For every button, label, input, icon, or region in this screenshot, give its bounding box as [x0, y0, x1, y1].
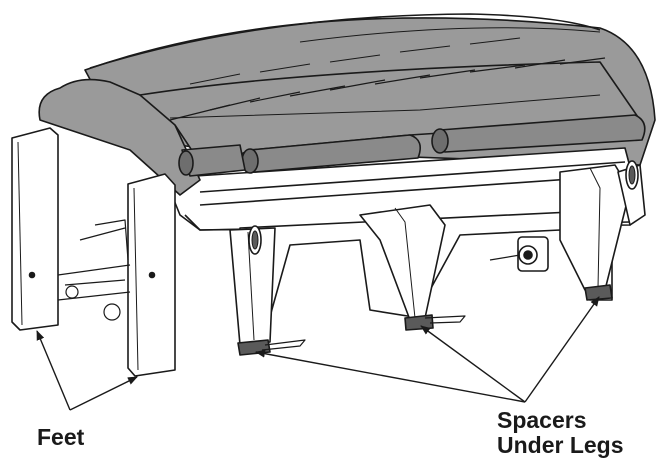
front-roller-right [431, 114, 646, 154]
spacers-label-line1: Spacers [497, 407, 587, 433]
end-plate-front-left [11, 127, 59, 331]
front-linkage [57, 219, 131, 321]
arrow-spacer-left [255, 349, 526, 403]
leader-arrows [36, 296, 600, 411]
floor-bars [261, 315, 466, 351]
arrow-feet-right [69, 376, 138, 411]
spacer-left [237, 339, 271, 356]
side-bracket-right [625, 160, 639, 190]
arrow-feet-left [36, 330, 71, 411]
arrow-spacer-right [524, 296, 600, 403]
front-roller-center [178, 144, 246, 177]
side-bracket-left [248, 225, 262, 255]
leg-left [229, 227, 276, 346]
arrow-spacer-middle [420, 325, 526, 403]
spacers-label: Spacers Under Legs [497, 408, 624, 458]
spacers-label-line2: Under Legs [497, 432, 624, 458]
drive-motor [489, 236, 549, 272]
front-roller-left [241, 134, 421, 174]
feet-label: Feet [37, 424, 85, 450]
end-plate-front-right [127, 173, 176, 377]
cover-slots [169, 37, 606, 121]
